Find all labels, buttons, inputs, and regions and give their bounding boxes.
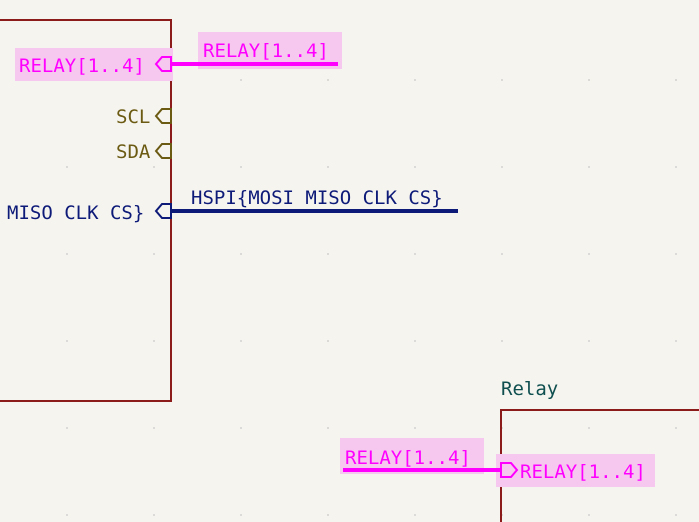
grid-dot <box>588 427 590 429</box>
grid-dot <box>327 166 329 168</box>
sheet-pin-hspi[interactable]: MISO CLK CS} <box>7 202 172 224</box>
sheet-pin-label: MISO CLK CS} <box>7 202 144 224</box>
grid-dot <box>240 166 242 168</box>
grid-dot <box>675 340 677 342</box>
grid-dot <box>66 427 68 429</box>
grid-dot <box>588 253 590 255</box>
sheet-name: Relay <box>501 378 558 400</box>
grid-dot <box>414 427 416 429</box>
grid-dot <box>66 514 68 516</box>
grid-dot <box>153 514 155 516</box>
hierarchical-pin-icon <box>500 462 519 478</box>
grid-dot <box>240 340 242 342</box>
sheet-pin-scl[interactable]: SCL <box>116 106 172 128</box>
grid-dot <box>414 79 416 81</box>
sheet-pin-relay[interactable]: RELAY[1..4] <box>15 48 173 81</box>
grid-dot <box>414 166 416 168</box>
hierarchical-sheet-main[interactable]: RELAY[1..4] SCL SDA MISO CLK CS} <box>0 19 173 402</box>
grid-dot <box>66 253 68 255</box>
bus-label: HSPI{MOSI MISO CLK CS} <box>191 187 443 209</box>
bus-hspi[interactable]: HSPI{MOSI MISO CLK CS} <box>171 187 458 213</box>
grid-dot <box>501 79 503 81</box>
grid-dot <box>414 253 416 255</box>
grid-dot <box>327 79 329 81</box>
sheet-pin-label: SCL <box>116 106 150 128</box>
bus-relay-top[interactable]: RELAY[1..4] <box>171 32 342 69</box>
hierarchical-pin-icon <box>154 203 172 219</box>
sheet-pin-relay[interactable]: RELAY[1..4] <box>496 454 655 487</box>
grid-dot <box>414 514 416 516</box>
grid-dot <box>588 166 590 168</box>
grid-dot <box>675 79 677 81</box>
grid-dot <box>675 427 677 429</box>
grid-dot <box>153 253 155 255</box>
grid-dot <box>675 253 677 255</box>
grid-dot <box>588 340 590 342</box>
bus-relay-lower[interactable]: RELAY[1..4] <box>340 438 501 474</box>
grid-dot <box>153 166 155 168</box>
grid-dot <box>588 514 590 516</box>
grid-dot <box>327 514 329 516</box>
grid-dot <box>66 340 68 342</box>
sheet-pin-label: SDA <box>116 141 151 163</box>
highlight-box <box>496 454 655 487</box>
grid-dot <box>588 79 590 81</box>
grid-dot <box>414 340 416 342</box>
grid-dot <box>327 427 329 429</box>
grid-dot <box>675 166 677 168</box>
grid-dot <box>501 253 503 255</box>
bus-label: RELAY[1..4] <box>203 40 329 62</box>
grid-dot <box>327 340 329 342</box>
hierarchical-sheet-relay[interactable]: Relay RELAY[1..4] <box>496 378 699 522</box>
grid-dot <box>66 166 68 168</box>
highlight-box <box>15 48 173 81</box>
sheet-pin-label: RELAY[1..4] <box>19 55 145 77</box>
grid-dot <box>240 253 242 255</box>
grid-dot <box>327 253 329 255</box>
sheet-pin-sda[interactable]: SDA <box>116 141 172 163</box>
grid-dot <box>240 79 242 81</box>
grid-dot <box>501 340 503 342</box>
grid-dot <box>153 340 155 342</box>
grid-dot <box>240 514 242 516</box>
grid-dot <box>675 514 677 516</box>
sheet-pin-label: RELAY[1..4] <box>520 461 646 483</box>
grid-dot <box>153 427 155 429</box>
grid-dot <box>240 427 242 429</box>
hierarchical-pin-icon <box>154 143 172 159</box>
hierarchical-pin-icon <box>154 108 172 124</box>
grid-dot <box>501 166 503 168</box>
bus-label: RELAY[1..4] <box>345 447 471 469</box>
